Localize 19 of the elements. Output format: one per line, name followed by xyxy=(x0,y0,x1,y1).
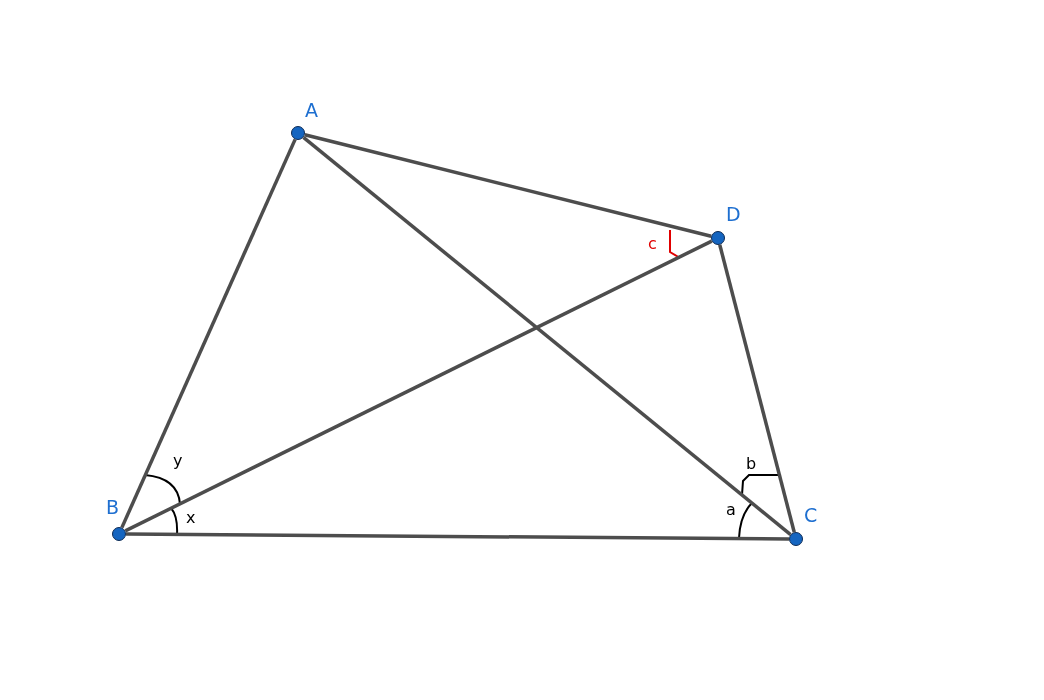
angle-label: y xyxy=(173,453,183,469)
point-marker xyxy=(711,231,725,245)
line-segment xyxy=(304,133,712,238)
line-segment xyxy=(718,244,796,533)
line-segment xyxy=(126,532,789,541)
point-label: B xyxy=(106,498,120,517)
line-segment xyxy=(120,138,297,529)
line-segment xyxy=(124,239,713,533)
point-label: C xyxy=(804,506,818,525)
angle-label: c xyxy=(648,236,657,252)
point-label: A xyxy=(305,101,318,120)
point-label: D xyxy=(726,205,741,224)
angle-label: x xyxy=(186,510,196,526)
point-marker xyxy=(789,532,803,546)
line-segment xyxy=(302,136,792,536)
point-marker xyxy=(112,527,126,541)
angle-label: a xyxy=(726,502,736,518)
angle-label: b xyxy=(746,456,757,472)
point-marker xyxy=(291,126,305,140)
